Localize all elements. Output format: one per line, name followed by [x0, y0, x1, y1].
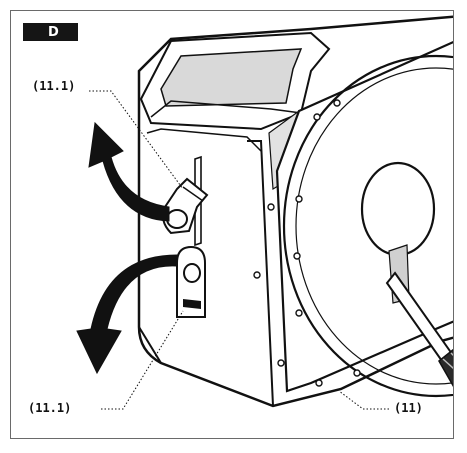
figure-badge: D	[23, 23, 78, 41]
hose-coupling	[438, 348, 453, 388]
figure-badge-label: D	[48, 24, 59, 40]
latch-top	[162, 155, 209, 247]
reel-drum-inner	[295, 67, 453, 385]
callout-latch-bottom: (11.1)	[27, 401, 73, 415]
callout-reel: (11)	[393, 401, 424, 415]
reel-drum-outer	[282, 54, 453, 398]
leader-lines	[89, 90, 389, 410]
hose-reel-illustration	[76, 15, 453, 410]
reel-hub	[360, 161, 436, 257]
screw-holes	[253, 99, 361, 387]
figure-frame: D (11.1) (11.1) (11)	[10, 10, 454, 439]
arrow-open-downward	[76, 254, 178, 375]
callout-latch-top: (11.1)	[31, 79, 77, 93]
latch-bottom	[176, 245, 206, 318]
arrow-open-upward	[88, 121, 170, 222]
